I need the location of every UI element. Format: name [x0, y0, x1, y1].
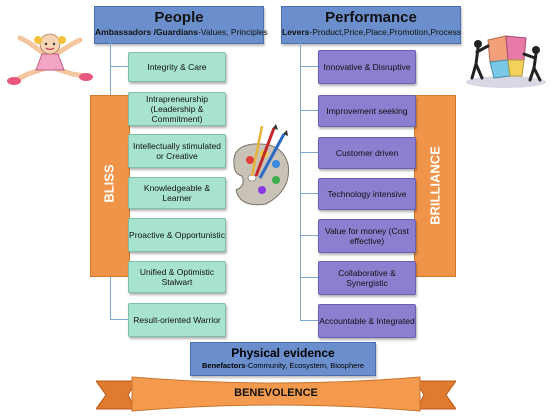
physical-evidence-subtitle: Benefactors-Community, Ecosystem, Biosph…: [201, 361, 364, 370]
people-item: Knowledgeable & Learner: [128, 177, 226, 209]
people-header: People Ambassadors /Guardians-Values, Pr…: [94, 6, 268, 44]
performance-item: Collaborative & Synergistic: [318, 261, 416, 295]
people-item: Result-oriented Warrior: [128, 303, 226, 337]
brilliance-bar: BRILLIANCE: [414, 95, 456, 277]
puzzle-people-icon: [466, 35, 546, 88]
people-subtitle: Ambassadors /Guardians-Values, Principle…: [95, 27, 268, 37]
benevolence-label: BENEVOLENCE: [234, 387, 318, 399]
performance-branch: [300, 235, 318, 236]
people-item: Intrapreneurship (Leadership & Commitmen…: [128, 92, 226, 126]
performance-item: Innovative & Disruptive: [318, 50, 416, 84]
people-title: People: [154, 9, 204, 26]
people-branch: [110, 66, 128, 67]
performance-connector-line: [300, 42, 301, 320]
performance-title: Performance: [325, 9, 417, 26]
bliss-bar: BLISS: [90, 95, 130, 277]
performance-item: Technology intensive: [318, 178, 416, 210]
performance-item: Customer driven: [318, 137, 416, 169]
performance-branch: [300, 110, 318, 111]
performance-subtitle: Levers-Product,Price,Place,Promotion,Pro…: [282, 27, 462, 37]
bliss-label: BLISS: [101, 164, 117, 203]
performance-item: Improvement seeking: [318, 95, 416, 127]
performance-branch: [300, 152, 318, 153]
performance-branch: [300, 66, 318, 67]
performance-header: Performance Levers-Product,Price,Place,P…: [281, 6, 461, 44]
physical-evidence-title: Physical evidence: [231, 346, 335, 360]
physical-evidence-box: Physical evidence Benefactors-Community,…: [190, 342, 376, 376]
people-item: Unified & Optimistic Stalwart: [128, 261, 226, 293]
brilliance-label: BRILLIANCE: [427, 146, 443, 225]
performance-branch: [300, 193, 318, 194]
people-branch: [110, 319, 128, 320]
performance-item: Accountable & Integrated: [318, 304, 416, 338]
performance-branch: [300, 277, 318, 278]
performance-item: Value for money (Cost effective): [318, 219, 416, 253]
palette-icon: [233, 124, 290, 206]
jumping-girl-icon: [7, 33, 93, 85]
people-item: Intellectually stimulated or Creative: [128, 134, 226, 168]
performance-branch: [300, 320, 318, 321]
people-item: Integrity & Care: [128, 52, 226, 82]
people-item: Proactive & Opportunistic: [128, 218, 226, 252]
benevolence-ribbon: [96, 376, 456, 412]
